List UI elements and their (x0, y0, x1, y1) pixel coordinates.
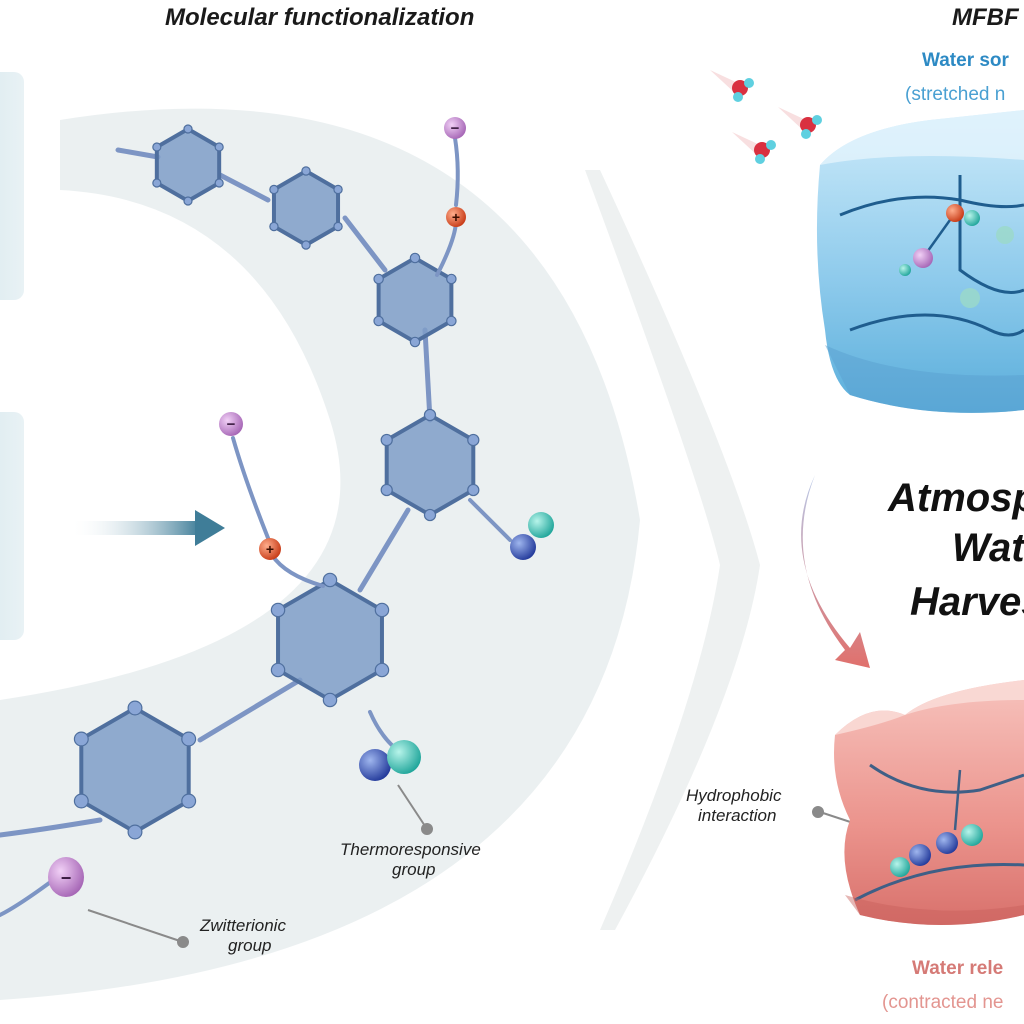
ring-atom (409, 336, 421, 348)
svg-text:−: − (451, 120, 460, 137)
ring-atom (423, 508, 437, 522)
water-molecule (710, 70, 754, 102)
ring-atom (270, 662, 286, 678)
polymer-backbone (0, 147, 433, 838)
top-panel-subheading: (stretched n (905, 84, 1006, 105)
positive-charge-atom (446, 207, 466, 227)
hydrophobic-label-line-1: Hydrophobic (686, 786, 782, 805)
side-panel-top (0, 72, 24, 300)
ring-atom (181, 793, 197, 809)
ring-atom (380, 483, 393, 497)
ring-atom (152, 178, 162, 188)
hydrophobic-label: Hydrophobic interaction (686, 786, 806, 826)
section-title-left: Molecular functionalization (165, 4, 475, 31)
side-chains (0, 136, 512, 917)
ring-atom (374, 662, 390, 678)
ring-atom (183, 124, 193, 134)
ring-atom (181, 731, 197, 747)
ring-atom (333, 184, 343, 195)
ring-atom (446, 315, 457, 327)
ring-atom (322, 692, 338, 708)
thermo-group-upper (510, 512, 554, 560)
zwitterion-bottom: − (48, 857, 84, 897)
arrow-shaft (70, 521, 200, 535)
ring-atom (467, 483, 480, 497)
thermo-group-lower (359, 740, 421, 781)
ring-atom (73, 793, 89, 809)
swollen-hydrogel-block (816, 110, 1024, 413)
top-panel-heading: Water sor (922, 50, 1009, 71)
zwitterionic-label-line-1: Zwitterionic (200, 916, 286, 935)
positive-charge-atom (259, 538, 281, 560)
center-title-line-1: Atmosp (888, 476, 1024, 520)
ring-atom (127, 824, 143, 840)
ring-atom (322, 572, 338, 588)
zwitterion-top: − + (444, 117, 466, 227)
ring-atom (301, 166, 311, 176)
benzene-ring (271, 168, 341, 248)
ring-atom (423, 408, 437, 422)
ring-atom (446, 273, 457, 285)
ring-atom (127, 700, 143, 716)
side-panel-bottom (0, 412, 24, 640)
hydrophobic-label-line-2: interaction (698, 806, 777, 825)
arc-band (0, 108, 640, 1001)
benzene-rings (73, 124, 480, 840)
ring-atom (409, 252, 421, 264)
ring-atom (374, 602, 390, 618)
ring-atom (380, 433, 393, 447)
ring-atom (467, 433, 480, 447)
arrow-head (195, 510, 225, 546)
svg-text:−: − (227, 416, 236, 433)
svg-text:+: + (266, 541, 274, 557)
ring-atom (73, 731, 89, 747)
thermoresponsive-label: Thermoresponsive group (340, 840, 520, 880)
zwitterionic-label-line-2: group (228, 936, 272, 955)
ring-atom (214, 178, 224, 188)
separator-chevron (585, 170, 760, 930)
negative-charge-atom (48, 857, 84, 897)
ring-atom (269, 221, 279, 232)
zwitterion-middle: − + (219, 412, 281, 560)
ring-atom (214, 142, 224, 152)
svg-text:−: − (61, 868, 72, 888)
bottom-panel-subheading: (contracted ne (882, 992, 1004, 1013)
section-title-right: MFBF (952, 4, 1019, 31)
negative-charge-atom (219, 412, 243, 436)
thermoresponsive-label-line-1: Thermoresponsive (340, 840, 481, 859)
center-title-line-3: Harves (910, 580, 1024, 624)
ring-atom (183, 196, 193, 206)
water-molecule (732, 132, 776, 164)
svg-text:+: + (452, 209, 460, 225)
center-title-line-2: Wat (952, 526, 1024, 570)
benzene-ring (154, 126, 222, 204)
ring-atom (333, 221, 343, 232)
ring-atom (270, 602, 286, 618)
ring-atom (152, 142, 162, 152)
ring-atom (269, 184, 279, 195)
ring-atom (301, 240, 311, 250)
water-molecule (778, 107, 822, 139)
thermoresponsive-label-line-2: group (392, 860, 436, 879)
negative-charge-atom (444, 117, 466, 139)
ring-atom (373, 273, 384, 285)
contracted-hydrogel-block (834, 680, 1024, 925)
zwitterionic-label: Zwitterionic group (200, 916, 320, 956)
bottom-panel-heading: Water rele (912, 958, 1004, 979)
ring-atom (373, 315, 384, 327)
water-molecules (710, 70, 822, 164)
release-curved-arrow (801, 475, 870, 668)
